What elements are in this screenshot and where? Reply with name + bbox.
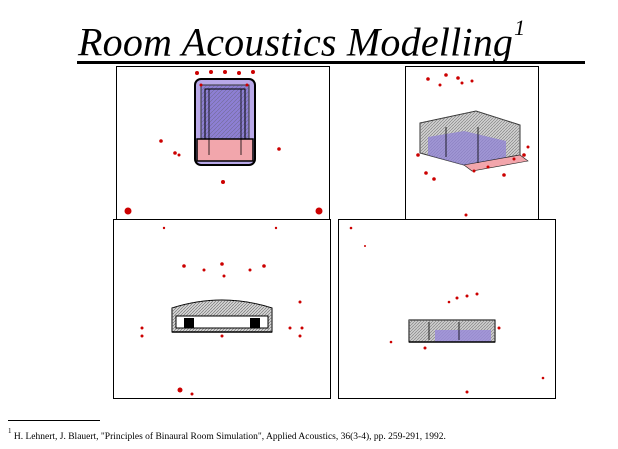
image-sources-side (349, 226, 545, 394)
footnote: 1 H. Lehnert, J. Blauert, "Principles of… (8, 427, 446, 443)
footnote-separator (8, 420, 100, 421)
room-front-view-image (140, 226, 304, 396)
room-side-view-panel (338, 219, 556, 399)
room-side-view-image (349, 226, 545, 394)
image-sources-perspective (416, 73, 530, 217)
room-front-view-panel (113, 219, 331, 399)
image-sources-top (124, 70, 323, 215)
footnote-marker: 1 (8, 427, 12, 435)
footnote-text: H. Lehnert, J. Blauert, "Principles of B… (13, 432, 446, 443)
title-underline (77, 61, 585, 64)
slide-title: Room Acoustics Modelling1 (78, 10, 525, 66)
room-top-view-image (124, 70, 323, 215)
room-perspective-view-panel (405, 66, 539, 220)
slide-title-text: Room Acoustics Modelling (78, 19, 514, 65)
room-top-view-panel (116, 66, 330, 220)
room-perspective-view-image (416, 73, 530, 217)
title-footnote-marker: 1 (514, 15, 526, 40)
image-sources-front (140, 226, 304, 396)
